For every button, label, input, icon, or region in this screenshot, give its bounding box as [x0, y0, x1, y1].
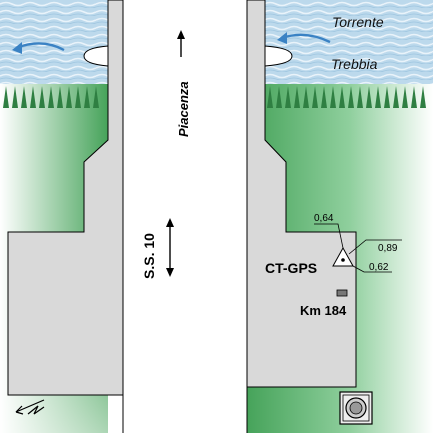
km-marker-label: Km 184 — [300, 303, 347, 318]
station-mark-icon — [332, 246, 354, 267]
direction-arrow-icon — [177, 30, 185, 57]
reed-tuft — [39, 86, 45, 108]
reed-tuft — [420, 86, 426, 108]
reed-tuft — [57, 86, 63, 108]
reeds-right — [267, 86, 426, 108]
reed-tuft — [384, 86, 390, 108]
reed-tuft — [393, 86, 399, 108]
river-label-torrente: Torrente — [332, 14, 384, 30]
reed-tuft — [12, 86, 18, 108]
reed-tuft — [348, 86, 354, 108]
reed-tuft — [267, 86, 273, 108]
pier-left — [83, 45, 109, 67]
km-marker-post-icon — [336, 289, 348, 297]
measure-label-bottom-right: 0,62 — [369, 262, 389, 273]
station-label: CT-GPS — [265, 260, 317, 276]
road-extent-arrow-icon — [166, 218, 174, 277]
reed-tuft — [93, 86, 99, 108]
reed-tuft — [402, 86, 408, 108]
reed-tuft — [276, 86, 282, 108]
reed-tuft — [3, 86, 9, 108]
reed-tuft — [321, 86, 327, 108]
reed-tuft — [66, 86, 72, 108]
reed-tuft — [303, 86, 309, 108]
direction-label-piacenza: Piacenza — [176, 81, 191, 137]
river-water-left — [0, 0, 108, 84]
reed-tuft — [312, 86, 318, 108]
reed-tuft — [48, 86, 54, 108]
reed-tuft — [357, 86, 363, 108]
road-label: S.S. 10 — [141, 233, 157, 279]
measure-label-right: 0,89 — [378, 243, 398, 254]
reed-tuft — [84, 86, 90, 108]
measurement-lines — [314, 223, 402, 273]
river-label-trebbia: Trebbia — [331, 56, 378, 72]
reed-tuft — [339, 86, 345, 108]
left-sidewalk — [7, 0, 124, 396]
river-flow-arrowhead-left — [12, 42, 22, 54]
river-water-right — [247, 0, 433, 84]
river-flow-arrowhead-right — [277, 32, 287, 44]
reed-tuft — [75, 86, 81, 108]
measure-label-top-left: 0,64 — [314, 213, 334, 224]
reed-tuft — [330, 86, 336, 108]
reed-tuft — [411, 86, 417, 108]
manhole-icon — [339, 391, 373, 425]
reed-tuft — [366, 86, 372, 108]
reed-tuft — [30, 86, 36, 108]
reed-tuft — [285, 86, 291, 108]
north-arrow-icon — [15, 399, 45, 415]
reed-tuft — [21, 86, 27, 108]
reed-tuft — [375, 86, 381, 108]
pier-right — [264, 45, 293, 67]
reed-tuft — [294, 86, 300, 108]
reeds-left — [3, 86, 99, 108]
